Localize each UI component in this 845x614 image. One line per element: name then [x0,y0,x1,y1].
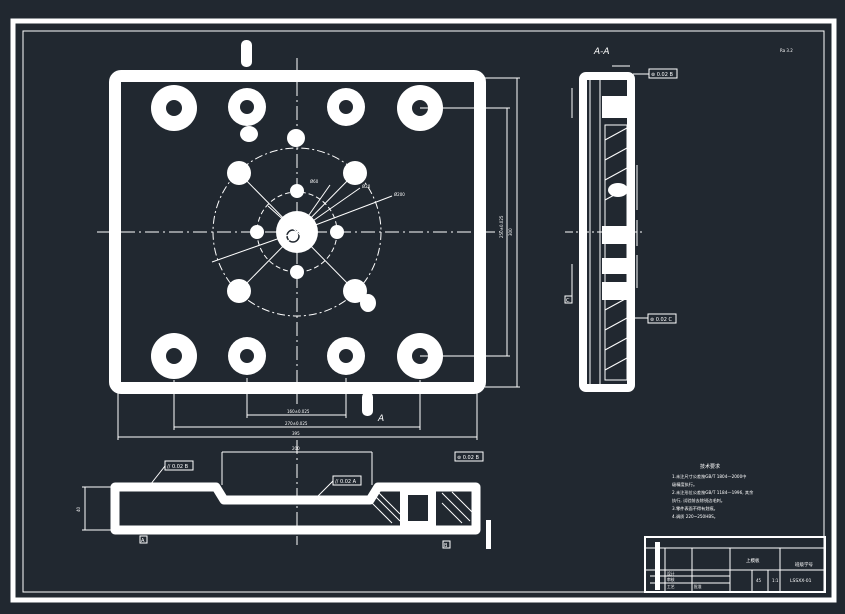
row-process: 工艺 [667,584,675,589]
tol-right: ⊚ 0.02 B [457,455,480,461]
section-tol-bottom: ⊚ 0.02 C [650,317,673,323]
row-approve: 批准 [694,584,702,589]
note-line-4: 执行, 试验前去除锐边毛刺。 [672,497,725,504]
dim-plate-height-inner: 250±0.025 [499,215,504,238]
datum-c: C [566,298,570,304]
title-block: 上模板 班级学号 LSSXX-01 45 1:1 设计 审核 工艺 批准 [644,536,826,593]
section-view: A-A ⊚ 0.02 B ⊚ 0.02 C C [564,47,678,392]
note-line-2: 级精度执行。 [672,481,697,488]
front-view: 200 40 // 0.02 B // 0.02 A ⊚ 0.02 B A B [76,440,491,549]
dim-side-thickness: 40 [76,506,81,512]
tol-mid-flatness: // 0.02 A [335,479,357,485]
technical-notes: 技术要求 1.未注尺寸公差按GB/T 1804—2000中 级精度执行。 2.未… [672,463,754,520]
dim-plate-height: 300 [508,228,513,236]
section-title: A-A [593,47,610,57]
inner-frame [22,30,825,593]
drawing-number: LSSXX-01 [790,578,812,584]
notes-heading: 技术要求 [700,463,720,470]
tol-top-flatness: // 0.02 B [167,464,189,470]
dim-bolt-span-outer: 270±0.025 [285,421,308,426]
note-line-1: 1.未注尺寸公差按GB/T 1804—2000中 [672,473,746,480]
datum-b: B [444,543,448,549]
note-line-5: 3.零件表面不得有划痕。 [672,505,718,512]
dim-front-span: 200 [292,446,300,451]
row-design: 设计 [667,571,675,576]
hole-dia-label: Ø20 [362,184,371,189]
section-tol-top: ⊚ 0.02 B [651,72,674,78]
material: 45 [756,578,762,583]
part-name: 上模板 [746,557,760,564]
dim-plate-width: 395 [292,431,300,436]
center-dia-label: Ø60 [310,179,319,184]
section-marker-label: A [377,414,384,424]
outer-frame [10,18,837,603]
row-review: 审核 [667,577,675,582]
pcd-label: Ø200 [394,192,405,197]
scale: 1:1 [772,578,779,583]
company: 班级学号 [795,561,813,568]
surface-finish-corner: Ra 3.2 [780,48,793,53]
dim-bolt-span-inner: 160±0.025 [287,409,310,414]
datum-a: A [141,538,145,544]
note-line-6: 4.调质 220~250HBS。 [672,513,718,520]
note-line-3: 2.未注形位公差按GB/T 1184—1996, 其余 [672,489,754,496]
plan-view: Ø200 Ø20 Ø60 A 395 270±0.025 160±0.025 [97,40,520,440]
